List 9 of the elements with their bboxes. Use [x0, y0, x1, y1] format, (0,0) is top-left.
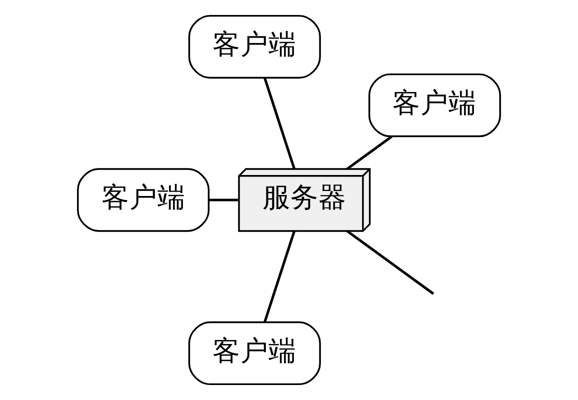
connector — [264, 78, 296, 170]
node-box: 客户端 — [188, 321, 321, 386]
connector — [208, 198, 239, 202]
connector — [346, 230, 434, 295]
node-box: 客户端 — [188, 14, 321, 79]
node-box: 客户端 — [368, 73, 501, 138]
node-box: 客户端 — [77, 168, 210, 232]
connector — [346, 135, 393, 170]
connector — [264, 230, 296, 322]
